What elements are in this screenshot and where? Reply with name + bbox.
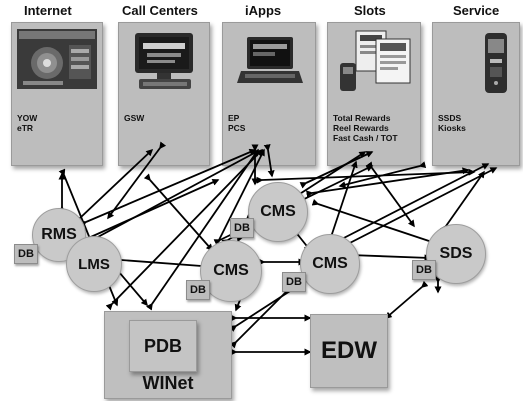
internet-line-yow: YOW [17, 113, 38, 123]
category-title-internet: Internet [24, 3, 72, 18]
category-title-service: Service [453, 3, 500, 18]
panel-slots: Total Rewards Reel Rewards Fast Cash / T… [327, 22, 421, 166]
panel-service: SSDS Kiosks [432, 22, 520, 166]
panel-iapps-lines: EP PCS [228, 113, 245, 133]
node-sds: SDS [426, 224, 486, 284]
db-badge-cms-right: DB [282, 272, 306, 292]
slot-machine-cards-icon [340, 30, 411, 91]
node-cms-mid: CMS [200, 240, 262, 302]
edw-box: EDW [310, 314, 388, 388]
panel-internet: YOW eTR [11, 22, 103, 166]
kiosk-icon [485, 33, 507, 93]
laptop-icon [237, 37, 303, 83]
node-lms: LMS [66, 236, 122, 292]
category-title-slots: Slots [354, 3, 386, 18]
iapps-line-ep: EP [228, 113, 240, 123]
node-cms-top: CMS [248, 182, 308, 242]
db-badge-cms-top: DB [230, 218, 254, 238]
iapps-line-pcs: PCS [228, 123, 246, 133]
pdb-box: PDB [129, 320, 197, 372]
db-badge-rms: DB [14, 244, 38, 264]
node-cms-right: CMS [300, 234, 360, 294]
panel-iapps: EP PCS [222, 22, 316, 166]
internet-line-etr: eTR [17, 123, 34, 133]
call-centers-line-gsw: GSW [124, 113, 145, 123]
category-title-call-centers: Call Centers [122, 3, 198, 18]
winet-label: WINet [142, 373, 194, 393]
edw-label: EDW [321, 337, 377, 364]
db-badge-sds: DB [412, 260, 436, 280]
panel-internet-lines: YOW eTR [17, 113, 37, 133]
terminal-monitor-icon [135, 33, 193, 89]
slots-line-fast-cash: Fast Cash / TOT [333, 133, 398, 143]
service-line-kiosks: Kiosks [438, 123, 466, 133]
panel-service-lines: SSDS Kiosks [438, 113, 466, 133]
panel-call-centers-lines: GSW [124, 113, 144, 123]
category-title-iapps: iApps [245, 3, 282, 18]
winet-box: PDB WINet [104, 311, 232, 399]
casino-website-screenshot-icon [17, 29, 97, 89]
slots-line-total-rewards: Total Rewards [333, 113, 391, 123]
db-badge-cms-mid: DB [186, 280, 210, 300]
panel-slots-lines: Total Rewards Reel Rewards Fast Cash / T… [333, 113, 398, 143]
slots-line-reel-rewards: Reel Rewards [333, 123, 389, 133]
service-line-ssds: SSDS [438, 113, 462, 123]
pdb-label: PDB [143, 335, 182, 356]
